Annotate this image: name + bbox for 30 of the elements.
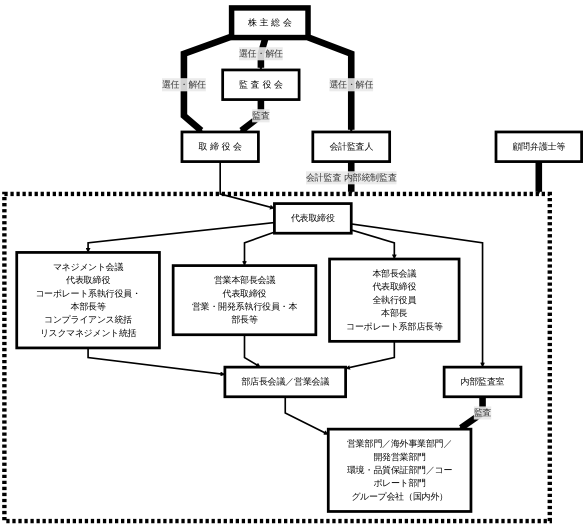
arrow: [244, 334, 261, 368]
arrow: [242, 231, 275, 266]
arrow: [351, 229, 397, 260]
edge-label: 会計監査 内部統制監査: [306, 172, 397, 183]
edge-label: 監査: [252, 110, 270, 121]
node-box: 顧問弁護士等: [494, 130, 583, 163]
edge-label: 監査: [474, 407, 492, 418]
arrow: [306, 34, 355, 132]
node-box: 代表取締役: [273, 202, 353, 235]
edge-label: 選任・解任: [162, 79, 206, 90]
node-box: マネジメント会議 代表取締役 コーポレート系執行役員・本部長等 コンプライアンス統括 リスクマネジメント統括: [15, 251, 161, 350]
cluster: [2, 192, 552, 524]
arrow: [536, 162, 542, 194]
edge-label: 選任・解任: [238, 48, 283, 59]
node-box: 取 締 役 会: [180, 130, 260, 163]
arrow: [87, 348, 226, 376]
node-box: 部店長会議／営業会議: [224, 366, 347, 398]
arrow: [86, 222, 274, 253]
node-box: 営業部門／海外事業部門／開発営業部門 環境・品質保証部門／コーポレート部門 グループ会社（国内外）: [326, 428, 472, 513]
arrow: [284, 396, 328, 435]
node-box: 内部監査室: [442, 366, 522, 398]
node-box: 本部長会議 代表取締役 全執行役員 本部長 コーポレート系部店長等: [328, 258, 460, 343]
arrow: [345, 341, 396, 370]
node-box: 営業本部長会議 代表取締役 営業・開発系執行役員・本部長等: [172, 264, 318, 336]
arrow: [219, 162, 275, 210]
edge-label: 選任・解任: [329, 79, 374, 90]
node-box: 株 主 総 会: [228, 5, 311, 40]
node-box: 監 査 役 会: [221, 68, 300, 101]
arrow: [351, 223, 485, 368]
node-box: 会計監査人: [311, 130, 392, 163]
